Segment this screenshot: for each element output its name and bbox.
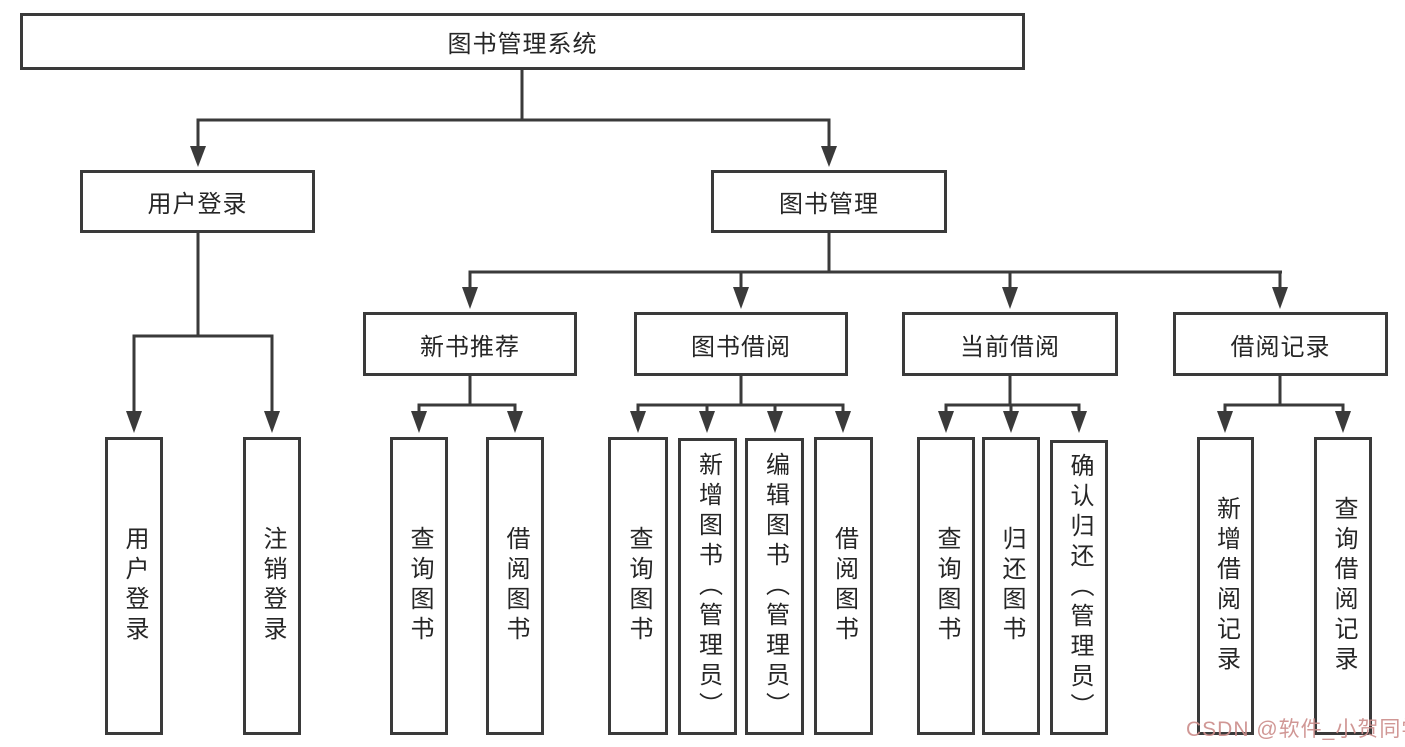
node-label: 图书管理系统 (447, 31, 598, 58)
node-root-system: 图书管理系统 (20, 13, 1025, 70)
leaf-label: 归还图书 (998, 526, 1025, 646)
leaf-borrow-edit-books-admin: 编辑图书（管理员） (745, 438, 804, 735)
arrowhead (821, 146, 837, 167)
node-label: 当前借阅 (960, 333, 1060, 361)
arrowhead (630, 411, 646, 433)
leaf-label: 注销登录 (259, 526, 286, 646)
node-label: 图书借阅 (691, 333, 791, 361)
leaf-borrow-query-books: 查询图书 (608, 437, 668, 735)
arrowhead (1003, 411, 1019, 433)
leaf-records-query-record: 查询借阅记录 (1314, 437, 1372, 735)
leaf-records-add-record: 新增借阅记录 (1197, 437, 1254, 735)
arrowhead (733, 287, 749, 309)
node-label: 借阅记录 (1230, 333, 1331, 361)
leaf-current-return-books: 归还图书 (982, 437, 1040, 735)
arrowhead (507, 411, 523, 433)
leaf-label: 查询借阅记录 (1330, 496, 1357, 676)
arrowhead (1002, 287, 1018, 309)
leaf-label: 借阅图书 (830, 526, 858, 646)
leaf-label: 查询图书 (625, 526, 652, 646)
arrowhead (1335, 411, 1351, 433)
arrowhead (264, 411, 280, 433)
arrowhead (462, 287, 478, 309)
connector-currentborrow-to-leaves (938, 376, 1087, 433)
connector-root-to-level2 (190, 70, 837, 167)
leaf-label: 查询图书 (933, 526, 960, 646)
node-current-borrow: 当前借阅 (902, 312, 1118, 376)
node-book-management: 图书管理 (711, 170, 947, 233)
node-book-borrow: 图书借阅 (634, 312, 848, 376)
node-label: 图书管理 (779, 191, 879, 218)
leaf-recommend-query-books: 查询图书 (390, 437, 448, 735)
csdn-watermark: CSDN @软件_小贺同学 (1186, 718, 1405, 741)
arrowhead (1071, 411, 1087, 433)
leaf-label: 新增借阅记录 (1212, 496, 1240, 676)
arrowhead (190, 146, 206, 167)
leaf-label: 新增图书（管理员） (694, 451, 722, 722)
arrowhead (126, 411, 142, 433)
arrowhead (835, 411, 851, 433)
node-label: 新书推荐 (420, 333, 520, 361)
arrowhead (938, 411, 954, 433)
leaf-label: 查询图书 (406, 526, 433, 646)
connector-records-to-leaves (1217, 376, 1351, 433)
leaf-recommend-borrow-books: 借阅图书 (486, 437, 544, 735)
node-label: 用户登录 (147, 191, 248, 218)
connector-bookborrow-to-leaves (630, 376, 851, 433)
leaf-label: 编辑图书（管理员） (761, 451, 789, 722)
arrowhead (1272, 287, 1288, 309)
connector-bookmgmt-to-level3 (462, 233, 1288, 309)
leaf-borrow-borrow-books: 借阅图书 (814, 437, 873, 735)
node-new-book-recommend: 新书推荐 (363, 312, 577, 376)
arrowhead (767, 411, 783, 433)
leaf-logout: 注销登录 (243, 437, 301, 735)
leaf-user-login: 用户登录 (105, 437, 163, 735)
node-borrow-records: 借阅记录 (1173, 312, 1388, 376)
arrowhead (699, 411, 715, 433)
leaf-current-query-books: 查询图书 (917, 437, 975, 735)
arrowhead (411, 411, 427, 433)
leaf-label: 借阅图书 (502, 526, 529, 646)
node-user-login: 用户登录 (80, 170, 315, 233)
leaf-current-confirm-return-admin: 确认归还（管理员） (1050, 440, 1108, 735)
leaf-label: 用户登录 (121, 526, 148, 646)
connector-login-to-leaves (126, 233, 280, 433)
arrowhead (1217, 411, 1233, 433)
connector-newbooks-to-leaves (411, 376, 523, 433)
leaf-label: 确认归还（管理员） (1066, 452, 1093, 723)
leaf-borrow-add-books-admin: 新增图书（管理员） (678, 438, 737, 735)
